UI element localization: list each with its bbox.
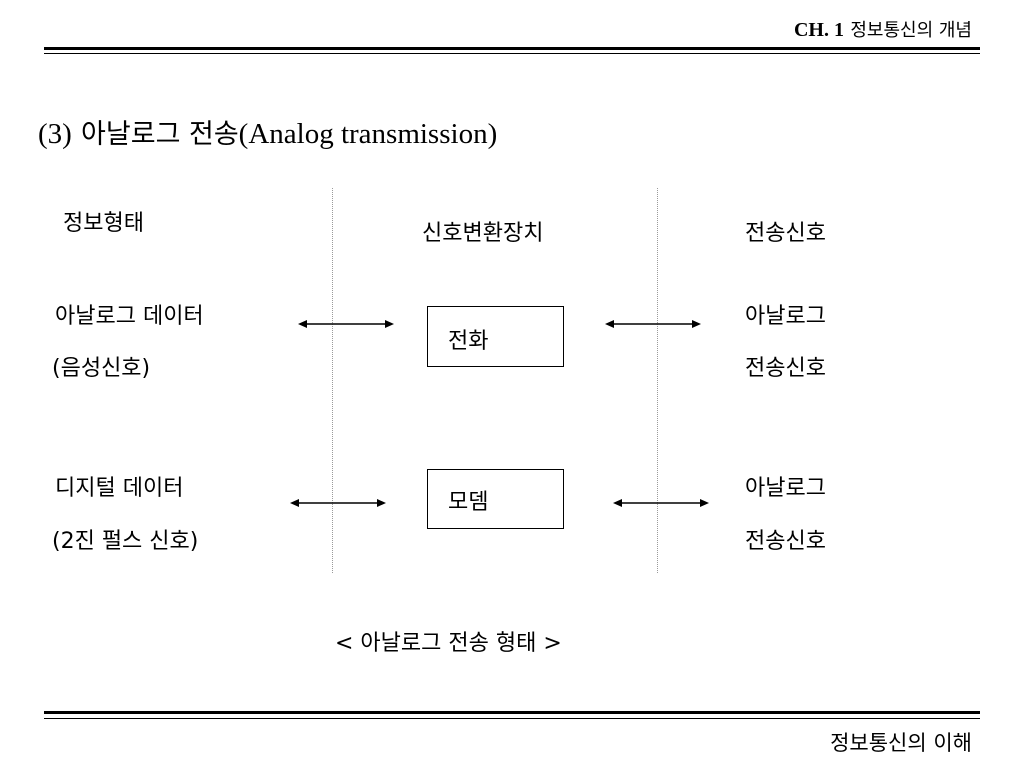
section-title-korean: 아날로그 전송 [81, 119, 239, 150]
row1-device-label: 전화 [448, 329, 489, 354]
row1-signal-line2: 전송신호 [745, 356, 826, 381]
section-number: (3) [38, 118, 72, 150]
row1-signal-line1: 아날로그 [745, 304, 826, 329]
section-heading: (3) 아날로그 전송(Analog transmission) [38, 112, 497, 151]
chapter-header: CH. 1 정보통신의 개념 [794, 16, 972, 42]
footer-title: 정보통신의 이해 [830, 731, 972, 755]
chapter-title: 정보통신의 개념 [850, 20, 972, 41]
row2-right-arrow [613, 499, 709, 507]
row2-signal-line2: 전송신호 [745, 529, 826, 554]
row1-info-line2: (음성신호) [52, 356, 151, 381]
section-title-english: (Analog transmission) [238, 118, 498, 150]
row2-info-line1: 디지털 데이터 [55, 476, 184, 501]
diagram-caption: < 아날로그 전송 형태 > [335, 631, 562, 656]
column-header-transmission-signal: 전송신호 [745, 221, 826, 246]
row1-info-line1: 아날로그 데이터 [55, 304, 204, 329]
column-divider-left [332, 188, 333, 573]
header-rule-top [44, 47, 980, 50]
row1-right-arrow [605, 320, 701, 328]
header-rule-bottom [44, 53, 980, 54]
chapter-number: CH. 1 [793, 19, 844, 41]
row2-device-label: 모뎀 [448, 490, 489, 515]
row2-info-line2: (2진 펄스 신호) [52, 529, 199, 554]
row2-left-arrow [290, 499, 386, 507]
footer-rule-bottom [44, 718, 980, 719]
row2-signal-line1: 아날로그 [745, 476, 826, 501]
column-header-converter: 신호변환장치 [422, 221, 544, 246]
row1-device-box: 전화 [427, 306, 564, 367]
footer-rule-top [44, 711, 980, 714]
row2-device-box: 모뎀 [427, 469, 564, 529]
column-header-info-form: 정보형태 [63, 211, 144, 236]
row1-left-arrow [298, 320, 394, 328]
column-divider-right [657, 188, 658, 573]
